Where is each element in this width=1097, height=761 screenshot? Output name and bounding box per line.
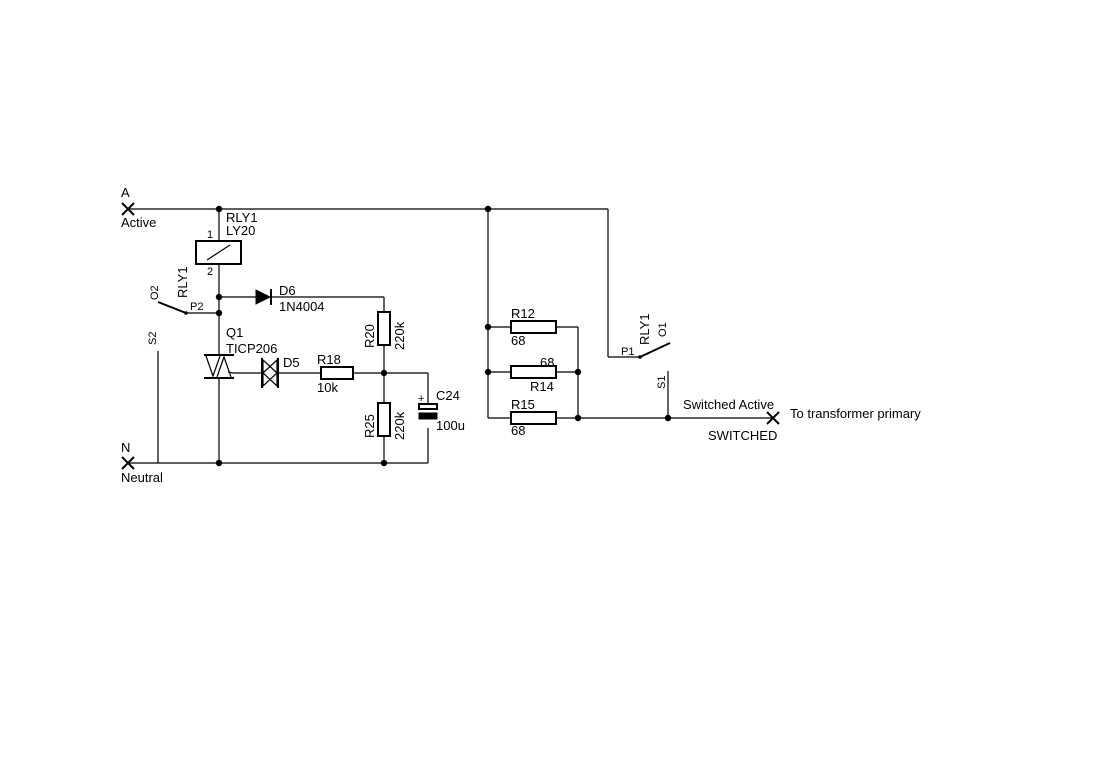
r25-value: 220k [392, 411, 407, 440]
junction-dot [484, 323, 492, 331]
relay-ref: RLY1 [226, 210, 258, 225]
contact-a-pole-label: P2 [190, 301, 203, 313]
q1-value: TICP206 [226, 341, 277, 356]
junction-dot [574, 414, 582, 422]
resistor-r25: R25 220k [362, 402, 407, 440]
resistor-r12: R12 68 [510, 306, 557, 348]
triac-q1: Q1 TICP206 [204, 325, 277, 379]
junction-dot [484, 368, 492, 376]
terminal-neutral-name: Neutral [121, 470, 163, 485]
resistor-r18: R18 10k [317, 352, 354, 395]
diode-d6: D6 1N4004 [255, 283, 325, 314]
contact-b-ref: RLY1 [637, 313, 652, 345]
terminal-active: A Active [121, 185, 156, 230]
c24-ref: C24 [436, 388, 460, 403]
relay-pin1-label: 1 [207, 229, 213, 241]
r18-value: 10k [317, 380, 338, 395]
r12-value: 68 [511, 333, 525, 348]
q1-ref: Q1 [226, 325, 243, 340]
terminal-cross-icon [121, 456, 135, 470]
terminal-cross-icon [766, 411, 780, 425]
contact-b-pole-label: P1 [621, 346, 634, 358]
terminal-cross-icon [121, 202, 135, 216]
relay-value: LY20 [226, 223, 255, 238]
d6-ref: D6 [279, 283, 296, 298]
junction-dot [380, 369, 388, 377]
junction-dot [215, 309, 223, 317]
contact-b-no-label: O1 [657, 322, 669, 337]
contact-b-nc-label: S1 [656, 376, 668, 389]
junction-dot [664, 414, 672, 422]
junctions [215, 205, 672, 467]
junction-dot [574, 368, 582, 376]
r18-ref: R18 [317, 352, 341, 367]
r12-ref: R12 [511, 306, 535, 321]
contact-a-nc-label: S2 [147, 332, 159, 345]
r14-value: 68 [540, 355, 554, 370]
terminal-neutral-letter: N [121, 440, 130, 455]
d6-value: 1N4004 [279, 299, 325, 314]
relay-pin2-label: 2 [207, 266, 213, 278]
d5-ref: D5 [283, 355, 300, 370]
terminal-switched-note: To transformer primary [790, 406, 921, 421]
terminal-switched-label: SWITCHED [708, 428, 777, 443]
resistor-r15: R15 68 [510, 397, 557, 438]
resistor-r14: 68 R14 [510, 355, 557, 394]
wires [128, 208, 773, 464]
terminal-switched-name: Switched Active [683, 397, 774, 412]
capacitor-c24: + C24 100u [418, 388, 465, 433]
r20-ref: R20 [362, 324, 377, 348]
relay-contact-a: O2 RLY1 P2 S2 [147, 266, 203, 345]
r15-value: 68 [511, 423, 525, 438]
junction-dot [484, 205, 492, 213]
terminal-switched: Switched Active SWITCHED To transformer … [683, 397, 921, 443]
contact-a-no-label: O2 [149, 285, 161, 300]
contact-a-ref: RLY1 [175, 266, 190, 298]
diac-d5: D5 [261, 355, 300, 388]
r15-ref: R15 [511, 397, 535, 412]
c24-polarity: + [418, 393, 424, 405]
r25-ref: R25 [362, 414, 377, 438]
c24-value: 100u [436, 418, 465, 433]
junction-dot [215, 293, 223, 301]
junction-dot [215, 205, 223, 213]
r20-value: 220k [392, 321, 407, 350]
junction-dot [380, 459, 388, 467]
resistor-r20: R20 220k [362, 311, 407, 350]
terminal-neutral: N Neutral [121, 440, 163, 485]
terminal-active-name: Active [121, 215, 156, 230]
r14-ref: R14 [530, 379, 554, 394]
terminal-active-letter: A [121, 185, 130, 200]
relay-coil-rly1: 1 2 RLY1 LY20 [195, 210, 258, 278]
relay-contact-b: RLY1 O1 P1 S1 [621, 313, 671, 389]
junction-dot [215, 459, 223, 467]
